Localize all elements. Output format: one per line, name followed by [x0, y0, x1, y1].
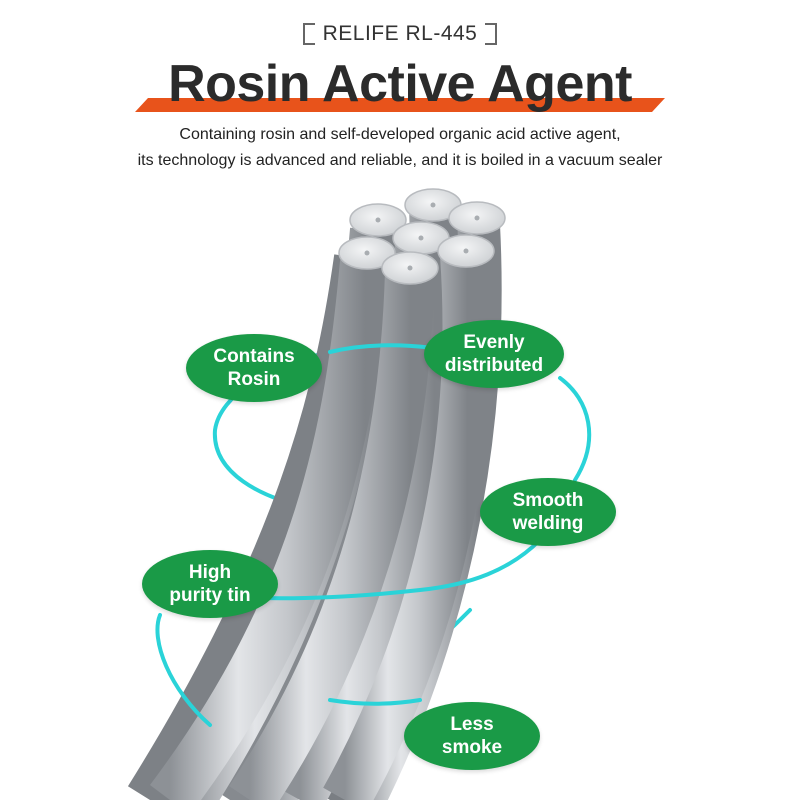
feature-line: Contains [213, 346, 295, 367]
wire-end-caps [338, 188, 506, 285]
feature-line: purity tin [169, 585, 251, 606]
feature-line: distributed [444, 355, 544, 376]
right-bracket-icon [485, 23, 498, 46]
headline: Rosin Active Agent [0, 50, 800, 120]
description: Containing rosin and self-developed orga… [0, 122, 800, 174]
feature-line: Less [450, 714, 494, 735]
feature-line: Smooth [512, 490, 584, 511]
description-line: Containing rosin and self-developed orga… [179, 126, 621, 143]
title-underline-bar [135, 98, 665, 112]
feature-line: Evenly [463, 332, 525, 353]
page-title: Rosin Active Agent [168, 55, 632, 113]
brand-label: RELIFE RL-445 [0, 22, 800, 46]
wire-core-dots [364, 202, 480, 271]
feature-line: welding [512, 513, 584, 534]
brand-text: RELIFE RL-445 [322, 22, 478, 45]
feature-line: smoke [441, 737, 503, 758]
left-bracket-icon [302, 23, 315, 46]
description-line: its technology is advanced and reliable,… [137, 152, 663, 169]
feature-line: Rosin [227, 369, 281, 390]
feature-line: High [188, 562, 232, 583]
